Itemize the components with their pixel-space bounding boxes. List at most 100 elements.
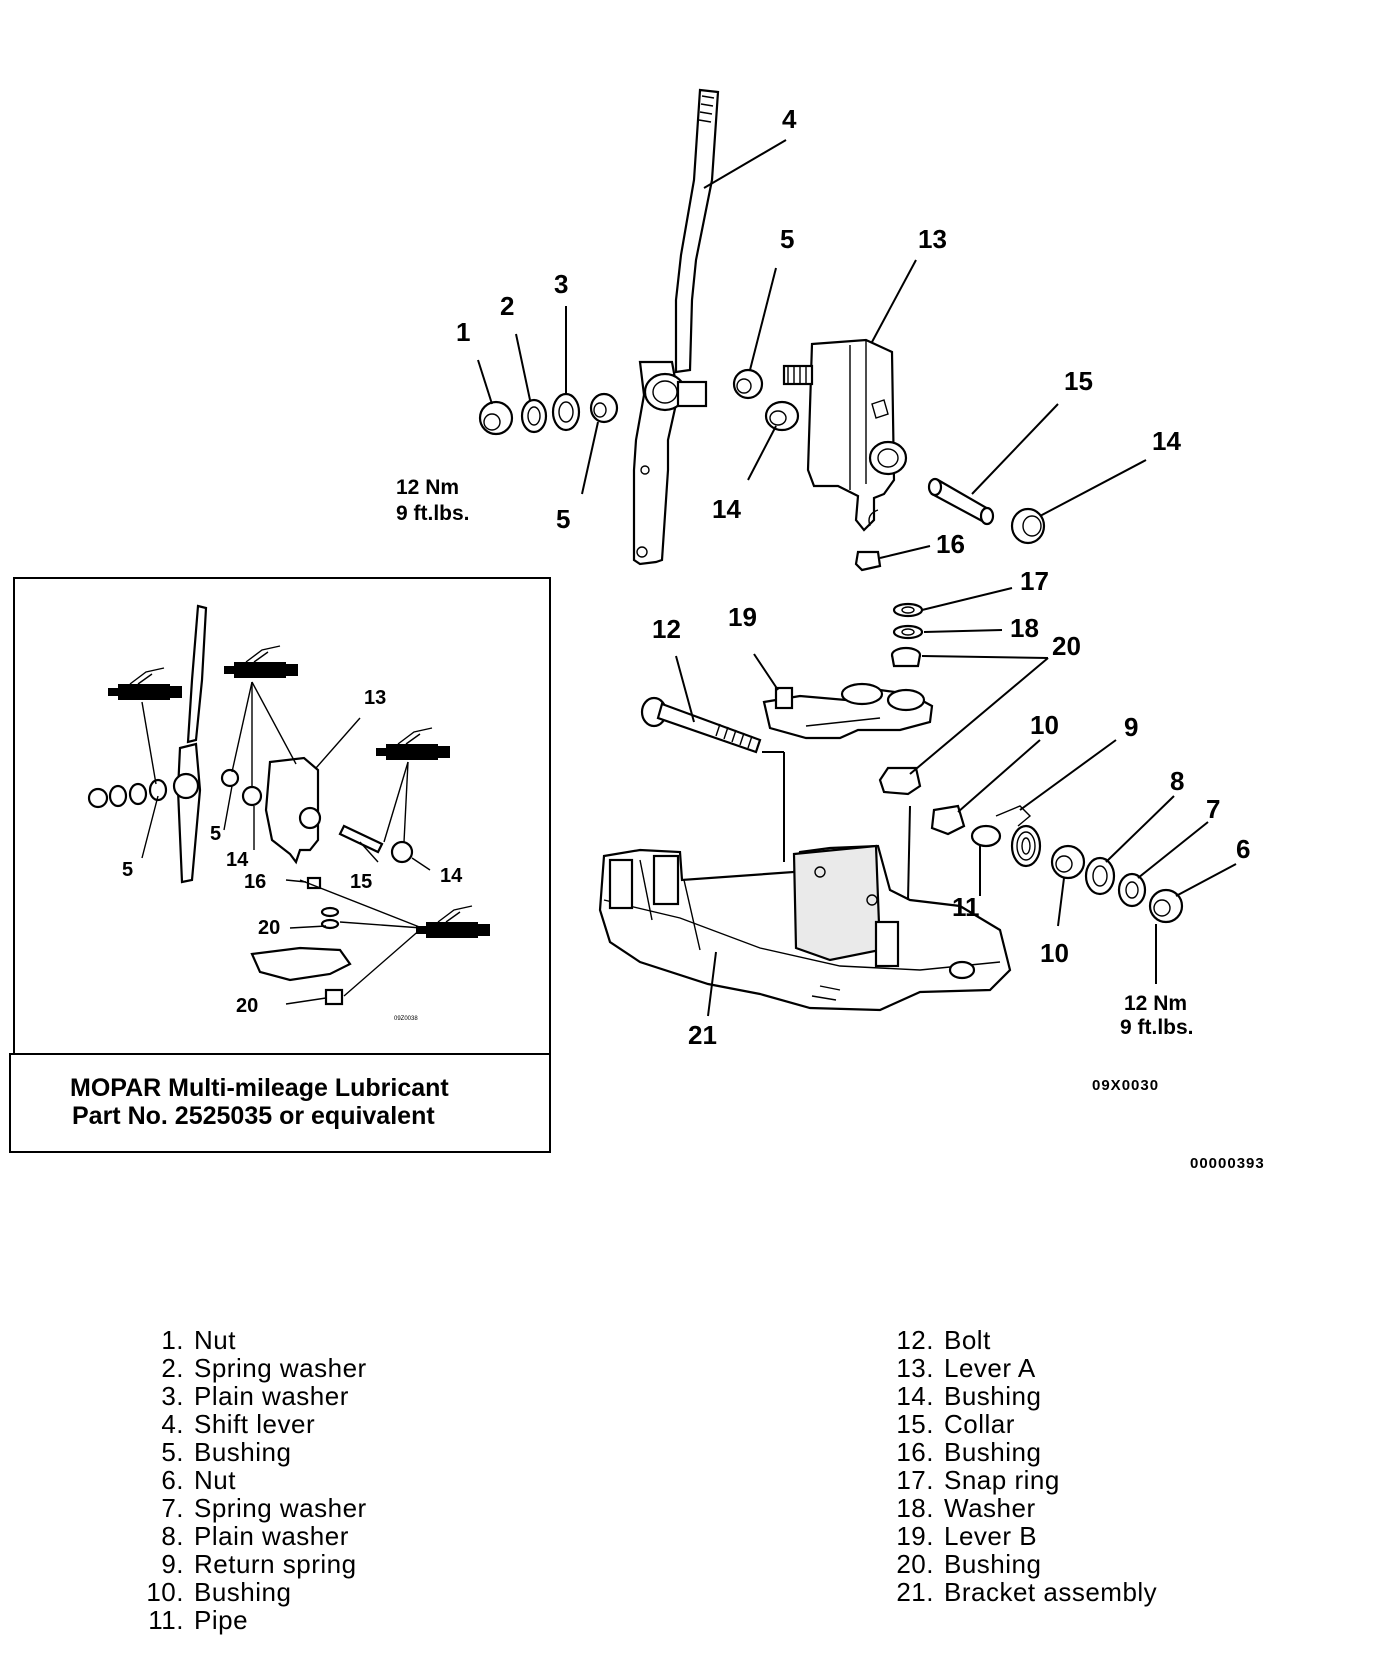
plain-washer-part	[551, 392, 581, 432]
bushing-part	[854, 550, 882, 572]
bushing-part	[930, 804, 966, 836]
callout-label: 6	[1236, 834, 1250, 864]
legend-item-name: Snap ring	[944, 1465, 1060, 1495]
legend-item-number: 15.	[896, 1409, 934, 1439]
leader-lines	[477, 139, 1237, 1017]
inset-lever-b	[250, 876, 352, 1006]
return-spring-part	[995, 805, 1042, 868]
legend-item-name: Bushing	[944, 1549, 1041, 1579]
legend-item-number: 11.	[148, 1605, 184, 1635]
legend-item-number: 17.	[896, 1465, 934, 1495]
legend-item-number: 14.	[896, 1381, 934, 1411]
grease-gun-icon	[376, 727, 450, 760]
inset-callout: 15	[350, 871, 372, 893]
legend-item-number: 9.	[161, 1549, 184, 1579]
inset-callout: 5	[210, 823, 221, 845]
inset-callout: 14	[226, 849, 249, 871]
callout-label: 1	[456, 317, 470, 347]
inset-collar	[338, 824, 414, 864]
legend-item-name: Washer	[944, 1493, 1036, 1523]
callout-label: 4	[782, 104, 797, 134]
lubrication-inset: 13 5 5 14 16 15 14 20 20 09Z0038 MOPAR M…	[9, 577, 551, 1153]
image-code: 00000393	[1190, 1155, 1265, 1172]
legend-item-number: 20.	[896, 1549, 934, 1579]
torque-spec-top: 12 Nm	[396, 476, 459, 499]
bushing-part	[764, 400, 800, 432]
callout-label: 2	[500, 291, 514, 321]
torque-spec-bottom: 12 Nm	[1124, 992, 1187, 1015]
torque-spec-bottom: 9 ft.lbs.	[1120, 1016, 1194, 1039]
legend-item-number: 10.	[146, 1577, 184, 1607]
callout-label: 14	[1152, 426, 1181, 456]
callout-label: 12	[652, 614, 681, 644]
inset-callout: 20	[258, 917, 280, 939]
legend-item-name: Nut	[194, 1465, 236, 1495]
callout-label: 17	[1020, 566, 1049, 596]
inset-shift-lever	[172, 604, 208, 884]
legend-item-number: 8.	[161, 1521, 184, 1551]
bushing-part	[890, 646, 922, 668]
legend-item-number: 19.	[896, 1521, 934, 1551]
callout-label: 5	[780, 224, 794, 254]
callout-label: 20	[1052, 631, 1081, 661]
legend-item-number: 13.	[896, 1353, 934, 1383]
callout-label: 3	[554, 269, 568, 299]
spring-washer-part	[1117, 872, 1147, 908]
legend-item-number: 2.	[161, 1353, 184, 1383]
inset-callout: 13	[364, 687, 386, 709]
lubricant-note: Part No. 2525035 or equivalent	[72, 1102, 435, 1130]
callout-label: 10	[1040, 938, 1069, 968]
legend-item-number: 21.	[896, 1577, 934, 1607]
washer-part	[892, 624, 924, 640]
legend-item-name: Bushing	[944, 1381, 1041, 1411]
grease-gun-icon	[224, 645, 298, 678]
legend-item-number: 7.	[161, 1493, 184, 1523]
legend-item-number: 6.	[161, 1465, 184, 1495]
lever-a-part	[782, 338, 908, 532]
bushing-part	[1050, 844, 1086, 880]
legend-item-number: 18.	[896, 1493, 934, 1523]
inset-callout: 5	[122, 859, 133, 881]
callout-label: 10	[1030, 710, 1059, 740]
legend-item-name: Plain washer	[194, 1381, 349, 1411]
callout-label: 8	[1170, 766, 1184, 796]
legend-item-number: 4.	[161, 1409, 184, 1439]
callout-label: 5	[556, 504, 570, 534]
inset-callout: 16	[244, 871, 266, 893]
inset-lever-a	[220, 756, 322, 865]
lever-b-part	[762, 682, 934, 740]
figure-code: 09X0030	[1092, 1077, 1159, 1094]
shift-lever-part	[632, 88, 720, 566]
callout-label: 13	[918, 224, 947, 254]
lubricant-note: MOPAR Multi-mileage Lubricant	[70, 1074, 449, 1102]
callout-label: 19	[728, 602, 757, 632]
legend-item-name: Pipe	[194, 1605, 248, 1635]
callout-label: 18	[1010, 613, 1039, 643]
snap-ring-part	[892, 602, 924, 618]
callout-label: 21	[688, 1020, 717, 1050]
grease-gun-icon	[108, 667, 182, 700]
bushing-part	[732, 368, 764, 400]
callout-labels: 1 2 3 4 5 5 13 15 14 14 16 17 18 20 19 1…	[456, 104, 1250, 1050]
legend-item-name: Lever A	[944, 1353, 1036, 1383]
callout-label: 15	[1064, 366, 1093, 396]
legend-item-number: 3.	[161, 1381, 184, 1411]
legend-item-name: Spring washer	[194, 1493, 367, 1523]
pipe-part	[970, 824, 1002, 848]
nut-part	[1148, 888, 1184, 924]
callout-label: 7	[1206, 794, 1220, 824]
legend-item-name: Spring washer	[194, 1353, 367, 1383]
legend-item-number: 16.	[896, 1437, 934, 1467]
legend-item-name: Nut	[194, 1325, 236, 1355]
legend-item-name: Return spring	[194, 1549, 357, 1579]
main-exploded-view: 1 2 3 4 5 5 13 15 14 14 16 17 18 20 19 1…	[396, 88, 1265, 1172]
legend-item-name: Shift lever	[194, 1409, 315, 1439]
callout-label: 9	[1124, 712, 1138, 742]
callout-label: 11	[952, 892, 980, 922]
legend-item-name: Bracket assembly	[944, 1577, 1157, 1607]
collar-part	[927, 477, 995, 526]
